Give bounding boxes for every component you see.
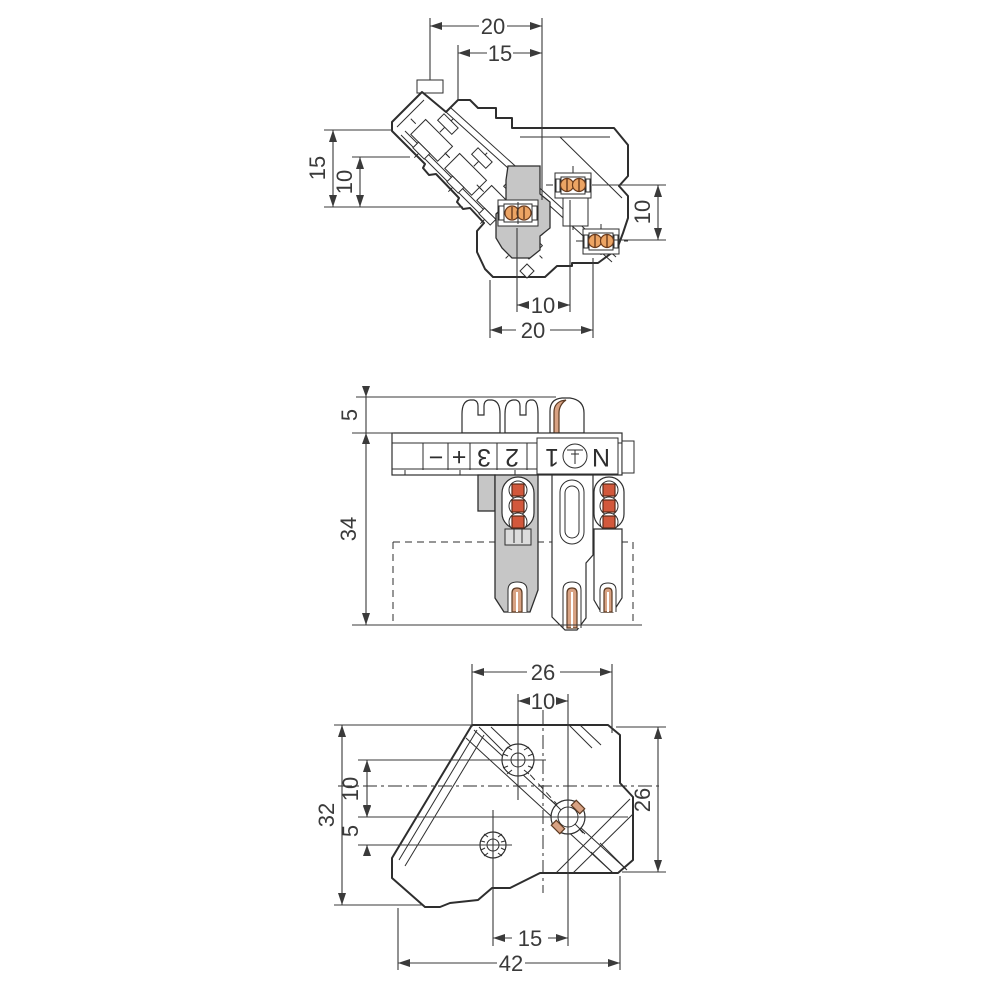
- contact-square: [511, 499, 525, 513]
- dim-bottom-hole-spacing: 15: [518, 926, 542, 951]
- top-view-contact-box-1: [546, 166, 602, 230]
- contact-square: [511, 515, 525, 529]
- dim-top-width-outer: 20: [481, 14, 505, 39]
- dim-left-hole-offset: 5: [338, 825, 363, 837]
- terminal-label-3: 3: [477, 443, 491, 471]
- bottom-view: 26 10 32 10 5: [314, 660, 666, 976]
- front-view-dimensions: 5 34: [336, 386, 642, 626]
- dim-left-height: 32: [314, 803, 339, 827]
- terminal-label-2: 2: [505, 443, 519, 471]
- earth-symbol-icon: [562, 443, 588, 469]
- terminal-label-n: N: [592, 443, 610, 471]
- front-view-marking-bar: − + 3 2 1 N: [391, 432, 635, 476]
- dim-top-width-inner: 15: [488, 41, 512, 66]
- dim-left-outer: 15: [305, 156, 330, 180]
- contact-square: [602, 515, 616, 529]
- top-view-gray-module: [495, 165, 551, 259]
- dim-right: 10: [630, 200, 655, 224]
- contact-square: [511, 483, 525, 497]
- top-view-latch-tab: [416, 79, 444, 94]
- dim-top-width: 26: [531, 660, 555, 685]
- contact-square: [602, 499, 616, 513]
- dim-left-hole-spacing: 10: [338, 777, 363, 801]
- dim-bottom-outer: 20: [521, 318, 545, 343]
- dim-clip-height: 5: [337, 409, 362, 421]
- gray-step: [477, 474, 496, 512]
- top-view: 20 15 15 10 10: [305, 14, 666, 343]
- contact-tab: [550, 819, 566, 835]
- bottom-view-dimensions: 26 10 32 10 5: [314, 660, 666, 976]
- dim-right-height: 26: [630, 788, 655, 812]
- dim-total-height: 34: [336, 517, 361, 541]
- top-view-rail-joint-diamond: [519, 263, 535, 279]
- dim-left-inner: 10: [332, 170, 357, 194]
- terminal-label-1: 1: [545, 443, 559, 471]
- contact-tab: [570, 799, 586, 815]
- dim-top-hole-spacing: 10: [531, 689, 555, 714]
- terminal-label-minus: −: [429, 443, 444, 471]
- bar-end-tab: [621, 440, 635, 474]
- top-view-dimensions: 20 15 15 10 10: [305, 14, 666, 343]
- contact-square: [602, 483, 616, 497]
- top-view-terminal-module-1: [410, 113, 459, 162]
- front-view-clips: [461, 397, 585, 434]
- terminal-label-plus: +: [452, 443, 467, 471]
- tooth-block: [504, 528, 532, 546]
- front-view-legs: [477, 474, 625, 631]
- top-view-contact-box-2: [576, 224, 628, 258]
- latch-contact-strip: [553, 399, 567, 434]
- front-view: − + 3 2 1 N: [336, 386, 642, 631]
- dim-bottom-width: 42: [499, 951, 523, 976]
- dim-bottom-inner: 10: [531, 293, 555, 318]
